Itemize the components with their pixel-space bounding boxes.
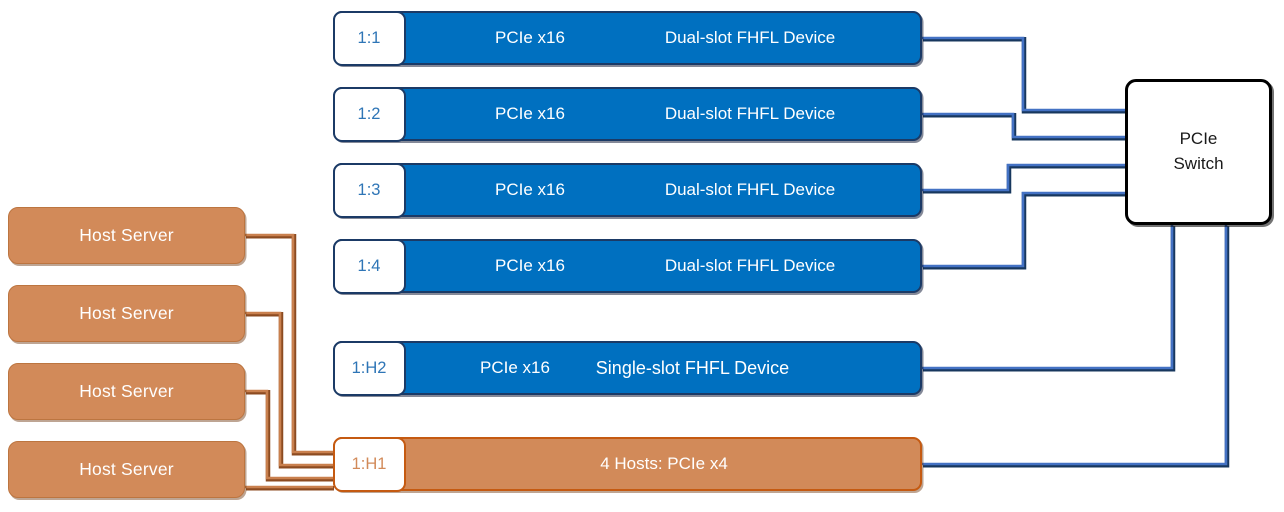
pcie-switch-label: PCIe Switch bbox=[1173, 129, 1224, 173]
slot-id-tab: 1:1 bbox=[332, 10, 406, 66]
slot-bus-label: PCIe x16 bbox=[495, 28, 565, 47]
slot-id-tab: 1:H1 bbox=[332, 436, 406, 492]
slot-row-1-3: PCIe x16 Dual-slot FHFL Device 1:3 bbox=[332, 162, 922, 218]
slot-row-1-2: PCIe x16 Dual-slot FHFL Device 1:2 bbox=[332, 86, 922, 142]
host-server-label: Host Server bbox=[79, 459, 174, 479]
slot-bus-label: PCIe x16 bbox=[495, 104, 565, 123]
connector-wire bbox=[922, 163, 1125, 192]
slot-row-1-4: PCIe x16 Dual-slot FHFL Device 1:4 bbox=[332, 238, 922, 294]
slot-device-label: Dual-slot FHFL Device bbox=[664, 256, 836, 275]
host-server-label: Host Server bbox=[79, 381, 174, 401]
connector-wire bbox=[245, 389, 333, 480]
host-slot-label: 4 Hosts: PCIe x4 bbox=[600, 454, 728, 473]
host-server-4: Host Server bbox=[8, 441, 245, 498]
slot-device-label: Single-slot FHFL Device bbox=[595, 357, 790, 378]
host-server-1: Host Server bbox=[8, 207, 245, 264]
host-server-label: Host Server bbox=[79, 225, 174, 245]
slot-id-tab: 1:H2 bbox=[332, 340, 406, 396]
connector-wire bbox=[245, 311, 333, 467]
connector-wire bbox=[923, 37, 1126, 114]
connector-wire bbox=[923, 226, 1176, 372]
host-server-3: Host Server bbox=[8, 363, 245, 420]
slot-bus-label: PCIe x16 bbox=[495, 180, 565, 199]
connector-wire bbox=[922, 112, 1125, 139]
slot-row-1-h1: 4 Hosts: PCIe x4 1:H1 bbox=[332, 436, 922, 492]
slot-id-tab: 1:4 bbox=[332, 238, 406, 294]
slot-id-tab: 1:3 bbox=[332, 162, 406, 218]
connector-wire bbox=[923, 164, 1126, 194]
connector-wire bbox=[922, 225, 1174, 370]
slot-row-1-h2: PCIe x16 Single-slot FHFL Device 1:H2 bbox=[332, 340, 922, 396]
slot-device-label: Dual-slot FHFL Device bbox=[664, 28, 836, 47]
connector-wire bbox=[245, 233, 333, 454]
connector-wire bbox=[922, 225, 1228, 466]
connector-wire bbox=[922, 191, 1125, 268]
pcie-switch-box: PCIe Switch bbox=[1125, 79, 1272, 225]
connector-wire bbox=[923, 192, 1126, 270]
slot-id-tab: 1:2 bbox=[332, 86, 406, 142]
host-server-2: Host Server bbox=[8, 285, 245, 342]
connector-wire bbox=[923, 113, 1126, 141]
connector-wire bbox=[923, 226, 1230, 468]
slot-device-label: Dual-slot FHFL Device bbox=[664, 104, 836, 123]
slot-row-1-1: PCIe x16 Dual-slot FHFL Device 1:1 bbox=[332, 10, 922, 66]
connector-wire bbox=[922, 36, 1125, 112]
slot-bus-label: PCIe x16 bbox=[480, 358, 550, 377]
connector-wire bbox=[246, 234, 334, 456]
slot-bus-label: PCIe x16 bbox=[495, 256, 565, 275]
slot-device-label: Dual-slot FHFL Device bbox=[664, 180, 836, 199]
host-server-label: Host Server bbox=[79, 303, 174, 323]
